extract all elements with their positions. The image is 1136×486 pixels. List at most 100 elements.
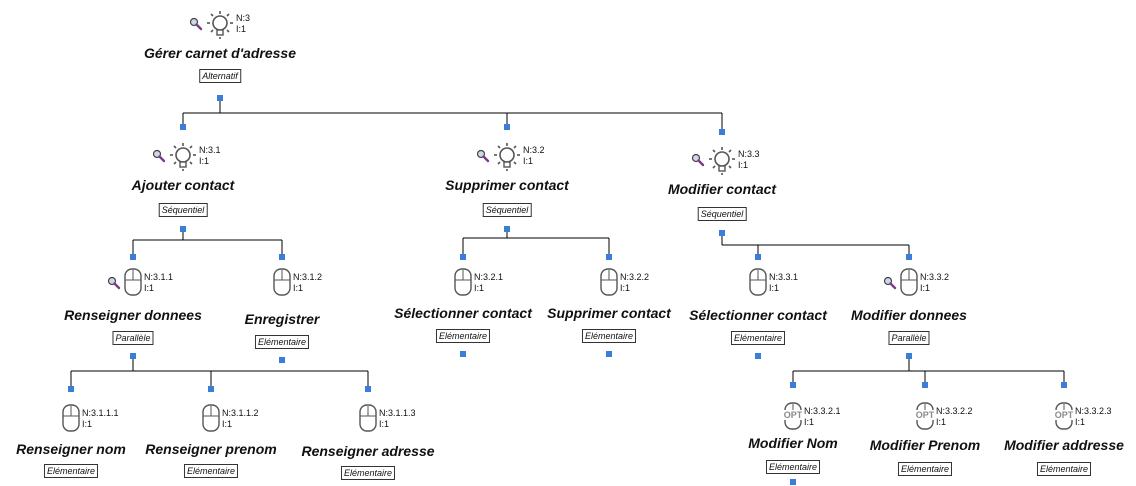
task-number: N:3.3.2.2 (936, 406, 973, 416)
connector-square (906, 254, 912, 260)
optional-task-icon: OPT (1049, 401, 1079, 436)
connector-square (460, 351, 466, 357)
task-title[interactable]: Renseigner adresse (301, 443, 435, 459)
task-iteration: I:1 (769, 283, 780, 293)
interaction-task-icon (123, 267, 143, 302)
search-icon[interactable] (152, 149, 166, 168)
connector-square (606, 254, 612, 260)
task-iteration: I:1 (474, 283, 485, 293)
connector-c (721, 236, 910, 257)
task-number: N:3.3.2.1 (804, 406, 841, 416)
task-iteration: I:1 (523, 156, 534, 166)
search-icon[interactable] (189, 17, 203, 36)
lightbulb-icon (709, 147, 735, 175)
connector-square (180, 124, 186, 130)
task-number: N:3.3.2.3 (1075, 406, 1112, 416)
search-icon[interactable] (883, 276, 897, 295)
connector-square (755, 254, 761, 260)
connector-square (906, 353, 912, 359)
task-number: N:3.1.1 (144, 272, 174, 282)
task-title[interactable]: Sélectionner contact (689, 307, 827, 323)
magnifier-icon (152, 149, 166, 163)
interaction-task-icon (899, 267, 919, 302)
lightbulb-icon (170, 143, 196, 171)
lightbulb-icon (207, 11, 233, 39)
operator-label: Elémentaire (183, 464, 239, 478)
connector-square (68, 386, 74, 392)
task-title[interactable]: Renseigner donnees (64, 307, 202, 323)
task-title[interactable]: Renseigner nom (16, 441, 126, 457)
connector-square (719, 129, 725, 135)
task-iteration: I:1 (804, 417, 815, 427)
task-title[interactable]: Modifier Nom (748, 435, 838, 451)
operator-label: Elémentaire (581, 329, 637, 343)
task-iteration: I:1 (222, 419, 233, 429)
interaction-task-icon (453, 267, 473, 302)
task-iteration: I:1 (1075, 417, 1086, 427)
task-iteration: I:1 (293, 283, 304, 293)
connector-square (790, 479, 796, 485)
task-title[interactable]: Ajouter contact (131, 177, 235, 193)
operator-label: Elémentaire (765, 460, 821, 474)
task-title[interactable]: Supprimer contact (547, 305, 671, 321)
interaction-task-icon (358, 403, 378, 438)
task-title[interactable]: Modifier addresse (1004, 437, 1124, 453)
connector-square (130, 353, 136, 359)
optional-badge: OPT (778, 410, 808, 420)
operator-label: Séquentiel (158, 203, 208, 217)
task-iteration: I:1 (144, 283, 155, 293)
lightbulb-icon (494, 143, 520, 171)
optional-badge: OPT (910, 410, 940, 420)
task-iteration: I:1 (620, 283, 631, 293)
task-title[interactable]: Modifier Prenom (869, 437, 981, 453)
interaction-task-icon (61, 403, 81, 438)
operator-label: Elémentaire (435, 329, 491, 343)
connector-a (132, 232, 283, 257)
task-title[interactable]: Gérer carnet d'adresse (144, 45, 296, 61)
task-title[interactable]: Renseigner prenom (145, 441, 277, 457)
task-title[interactable]: Enregistrer (244, 311, 320, 327)
task-number: N:3.2.1 (474, 272, 504, 282)
connector-c2 (792, 359, 1065, 385)
mouse-icon (124, 268, 142, 296)
interaction-task-icon (272, 267, 292, 302)
connector-square (504, 124, 510, 130)
operator-label: Elémentaire (340, 466, 396, 480)
connector-square (460, 254, 466, 260)
task-iteration: I:1 (236, 24, 247, 34)
task-iteration: I:1 (379, 419, 390, 429)
mouse-icon (62, 404, 80, 432)
magnifier-icon (189, 17, 203, 31)
task-iteration: I:1 (199, 156, 210, 166)
task-number: N:3.1.1.2 (222, 408, 259, 418)
search-icon[interactable] (476, 149, 490, 168)
connector-square (217, 95, 223, 101)
task-title[interactable]: Modifier contact (667, 181, 777, 197)
connector-a1 (70, 359, 369, 389)
search-icon[interactable] (107, 276, 121, 295)
interaction-task-icon (748, 267, 768, 302)
mouse-icon (749, 268, 767, 296)
task-number: N:3.1.1.3 (379, 408, 416, 418)
magnifier-icon (107, 276, 121, 290)
task-title[interactable]: Modifier donnees (851, 307, 967, 323)
abstract-task-icon (205, 10, 235, 45)
task-title[interactable]: Supprimer contact (445, 177, 569, 193)
task-iteration: I:1 (936, 417, 947, 427)
search-icon[interactable] (691, 153, 705, 172)
task-iteration: I:1 (82, 419, 93, 429)
mouse-icon (600, 268, 618, 296)
abstract-task-icon (707, 146, 737, 181)
connector-square (719, 230, 725, 236)
task-title[interactable]: Sélectionner contact (394, 305, 532, 321)
optional-task-icon: OPT (910, 401, 940, 436)
optional-task-icon: OPT (778, 401, 808, 436)
